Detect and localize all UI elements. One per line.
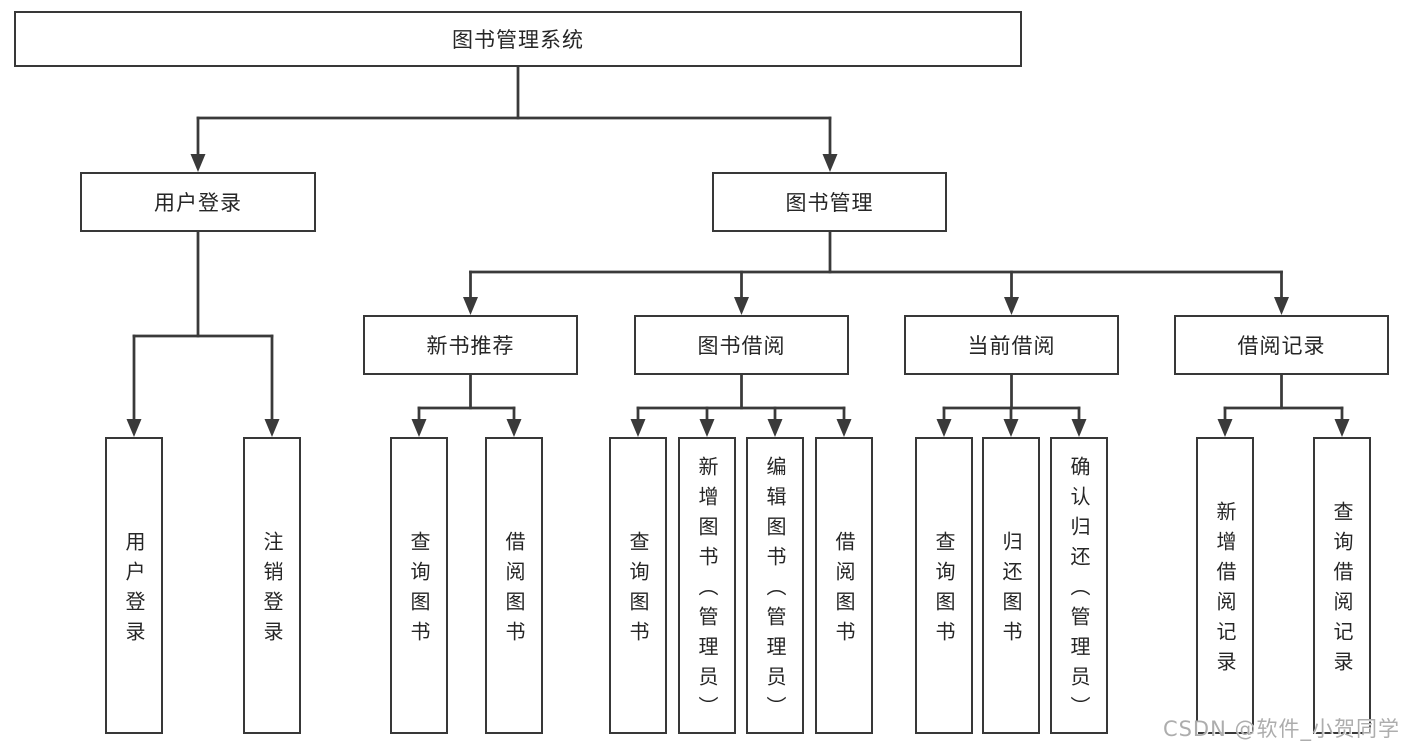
watermark: CSDN @软件_小贺同学 (1162, 717, 1400, 741)
node-leaf-edit-books-admin: 编辑图书（管理员） (746, 437, 804, 734)
connector-borrowing-records-children (1217, 373, 1350, 437)
node-label: 归还图书 (999, 530, 1023, 651)
node-label: 查询图书 (932, 530, 956, 651)
node-leaf-add-books-admin: 新增图书（管理员） (678, 437, 736, 734)
node-user-login: 用户登录 (80, 172, 316, 232)
node-leaf-borrow-books-recommend: 借阅图书 (485, 437, 543, 734)
node-leaf-user-login: 用户登录 (105, 437, 163, 734)
connector-root-to-level2 (190, 65, 838, 172)
node-book-borrowing: 图书借阅 (634, 315, 849, 375)
node-leaf-query-borrow-record: 查询借阅记录 (1313, 437, 1371, 734)
connector-book-borrowing-children (630, 373, 852, 437)
node-leaf-query-books-recommend: 查询图书 (390, 437, 448, 734)
node-label: 查询图书 (626, 530, 650, 651)
node-label: 新增借阅记录 (1213, 500, 1237, 681)
node-leaf-add-borrow-record: 新增借阅记录 (1196, 437, 1254, 734)
node-label: 编辑图书（管理员） (763, 455, 787, 726)
node-label: 借阅图书 (832, 530, 856, 651)
node-leaf-query-books-current: 查询图书 (915, 437, 973, 734)
node-label: 新增图书（管理员） (695, 455, 719, 726)
node-borrowing-records: 借阅记录 (1174, 315, 1389, 375)
node-label: 注销登录 (260, 530, 284, 651)
node-leaf-borrow-books: 借阅图书 (815, 437, 873, 734)
node-system-root: 图书管理系统 (14, 11, 1022, 67)
connector-user-login-children (126, 230, 280, 437)
connector-current-borrowing-children (936, 373, 1087, 437)
node-label: 借阅图书 (502, 530, 526, 651)
node-leaf-confirm-return-admin: 确认归还（管理员） (1050, 437, 1108, 734)
node-leaf-logout: 注销登录 (243, 437, 301, 734)
connector-new-book-recommendation-children (411, 373, 522, 437)
node-label: 确认归还（管理员） (1067, 455, 1091, 726)
node-leaf-query-books-borrow: 查询图书 (609, 437, 667, 734)
node-label: 用户登录 (122, 530, 146, 651)
node-book-management: 图书管理 (712, 172, 947, 232)
node-leaf-return-books: 归还图书 (982, 437, 1040, 734)
node-label: 查询图书 (407, 530, 431, 651)
connector-book-management-to-level3 (463, 230, 1289, 315)
node-label: 查询借阅记录 (1330, 500, 1354, 681)
node-current-borrowing: 当前借阅 (904, 315, 1119, 375)
node-new-book-recommendation: 新书推荐 (363, 315, 578, 375)
